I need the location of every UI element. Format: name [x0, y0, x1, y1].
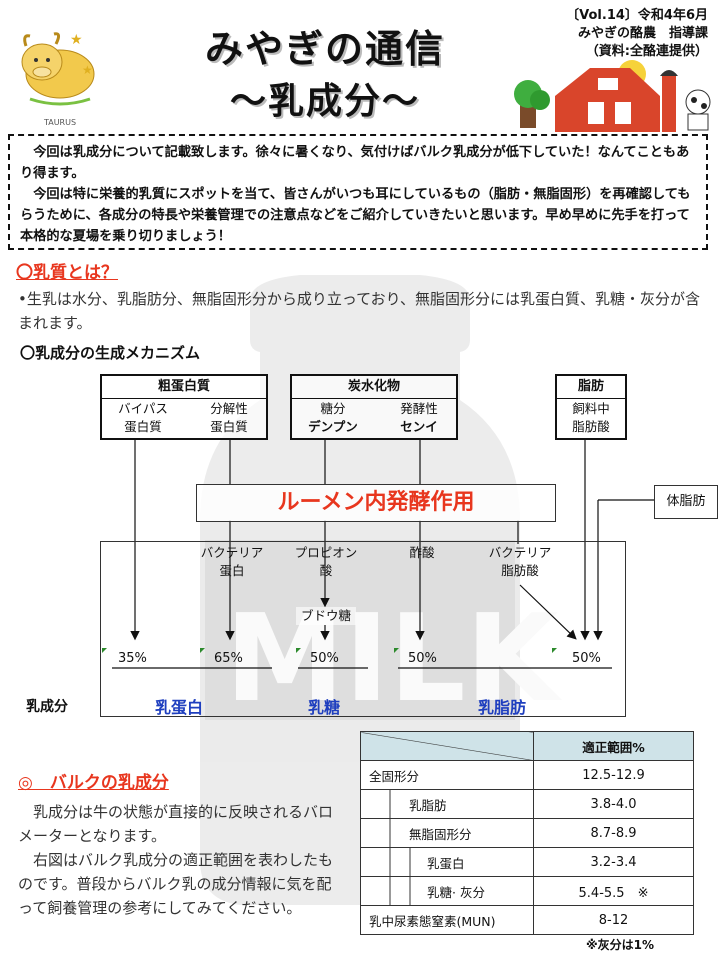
rumen-fermentation-box: ルーメン内発酵作用	[196, 484, 556, 522]
body-fat-box: 体脂肪	[654, 485, 718, 519]
svg-text:★: ★	[70, 32, 83, 48]
intro-paragraph-2: 今回は特に栄養的乳質にスポットを当て、皆さんがいつも耳にしているもの（脂肪・無脂…	[20, 187, 691, 244]
bulk-paragraph-1: 乳成分は牛の状態が直接的に反映されるバロメーターとなります。	[18, 803, 334, 845]
product-label: バクテリア	[200, 545, 264, 560]
table-row-value: 8.7-8.9	[533, 818, 694, 848]
product-label: プロピオン	[294, 545, 358, 560]
glucose-label: ブドウ糖	[296, 607, 356, 625]
milk-quality-text: •生乳は水分、乳脂肪分、無脂固形分から成り立っており、無脂固形分には乳蛋白質、乳…	[18, 290, 701, 332]
feed-item-label: センイ	[400, 419, 438, 434]
product-bacterial-protein: バクテリア 蛋白	[196, 544, 268, 580]
table-row: 乳中尿素態窒素(MUN) 8-12	[360, 905, 694, 935]
feed-item-label: 糖分	[320, 401, 346, 416]
taurus-cow-logo: ★ ★ TAURUS	[10, 14, 110, 127]
table-row: 乳糖· 灰分 5.4-5.5 ※	[360, 876, 694, 906]
table-header-cell: 適正範囲%	[533, 731, 694, 761]
component-lactose: 乳糖	[308, 698, 341, 717]
feed-item-label: デンプン	[308, 419, 358, 434]
section-heading-bulk: ◎ バルクの乳成分	[18, 768, 169, 793]
table-row-label: 全固形分	[360, 760, 534, 790]
feed-item-label: バイパス	[118, 401, 168, 416]
section-heading-text: ◎ バルクの乳成分	[18, 773, 169, 793]
table-row-label: 無脂固形分	[360, 818, 534, 848]
mechanism-title: 〇乳成分の生成メカニズム	[20, 344, 201, 362]
organization: みやぎの酪農 指導課	[577, 26, 708, 41]
component-milk-protein: 乳蛋白	[155, 698, 204, 717]
percent-label: 50%	[408, 651, 437, 666]
product-label: 酸	[319, 563, 333, 578]
page-title: みやぎの通信	[204, 27, 445, 71]
intro-box: 今回は乳成分について記載致します。徐々に暑くなり、気付けばバルク乳成分が低下して…	[8, 134, 708, 250]
table-row-value: 12.5-12.9	[533, 760, 694, 790]
feed-item-label: 蛋白質	[124, 419, 162, 434]
feed-item-label: 蛋白質	[210, 419, 248, 434]
bulk-paragraph-2: 右図はバルク乳成分の適正範囲を表わしたものです。普段からバルク乳の成分情報に気を…	[18, 851, 334, 917]
table-row: 乳蛋白 3.2-3.4	[360, 847, 694, 877]
product-label: 脂肪酸	[501, 563, 539, 578]
volume-date: 〔Vol.14〕令和4年6月	[566, 8, 708, 23]
feed-box-title: 粗蛋白質	[102, 376, 266, 399]
source-note: （資料:全酪連提供）	[585, 44, 708, 59]
percent-label: 50%	[310, 651, 339, 666]
feed-box-fat: 脂肪 飼料中 脂肪酸	[555, 374, 627, 440]
table-row-value: 3.8-4.0	[533, 789, 694, 819]
table-row-label: 乳糖· 灰分	[360, 876, 534, 906]
svg-text:★: ★	[82, 63, 93, 77]
table-row: 無脂固形分 8.7-8.9	[360, 818, 694, 848]
section-heading-text: 〇乳質とは？	[16, 263, 118, 283]
table-header-row: 適正範囲%	[360, 731, 694, 761]
product-label: バクテリア	[488, 545, 552, 560]
intro-paragraph-1: 今回は乳成分について記載致します。徐々に暑くなり、気付けばバルク乳成分が低下して…	[20, 145, 690, 181]
feed-item-label: 分解性	[210, 401, 248, 416]
table-indent-lines	[389, 789, 411, 905]
product-acetic-acid: 酢酸	[386, 544, 458, 562]
product-bacterial-fatty-acid: バクテリア 脂肪酸	[478, 544, 562, 580]
product-label: 蛋白	[219, 563, 245, 578]
page-subtitle: 〜乳成分〜	[229, 81, 420, 122]
feed-box-title: 炭水化物	[292, 376, 456, 399]
feed-box-crude-protein: 粗蛋白質 バイパス 蛋白質 分解性 蛋白質	[100, 374, 268, 440]
table-footnote: ※灰分は1%	[586, 938, 655, 952]
table-row-label: 乳中尿素態窒素(MUN)	[360, 905, 534, 935]
feed-box-carbohydrate: 炭水化物 糖分 デンプン 発酵性 センイ	[290, 374, 458, 440]
section-heading-milk-quality: 〇乳質とは？	[16, 258, 118, 283]
products-area	[100, 541, 626, 717]
table-row-value: 3.2-3.4	[533, 847, 694, 877]
table-row-value: 8-12	[533, 905, 694, 935]
feed-item-label: 飼料中	[572, 401, 610, 416]
logo-text: TAURUS	[43, 118, 77, 127]
component-row-label: 乳成分	[26, 699, 68, 715]
table-row-value: 5.4-5.5 ※	[533, 876, 694, 906]
percent-label: 35%	[118, 651, 147, 666]
feed-box-title: 脂肪	[557, 376, 625, 399]
barn-illustration	[514, 60, 711, 132]
feed-item-label: 発酵性	[400, 401, 438, 416]
component-milk-fat: 乳脂肪	[478, 698, 527, 717]
product-label: 酢酸	[409, 545, 435, 560]
table-corner-cell	[360, 731, 534, 761]
table-row: 全固形分 12.5-12.9	[360, 760, 694, 790]
percent-label: 65%	[214, 651, 243, 666]
svg-text:MILK: MILK	[225, 590, 563, 729]
range-table: 適正範囲% 全固形分 12.5-12.9 乳脂肪 3.8-4.0 無脂固形分 8…	[360, 731, 694, 935]
percent-label: 50%	[572, 651, 601, 666]
feed-item-label: 脂肪酸	[572, 419, 610, 434]
product-propionic-acid: プロピオン 酸	[290, 544, 362, 580]
